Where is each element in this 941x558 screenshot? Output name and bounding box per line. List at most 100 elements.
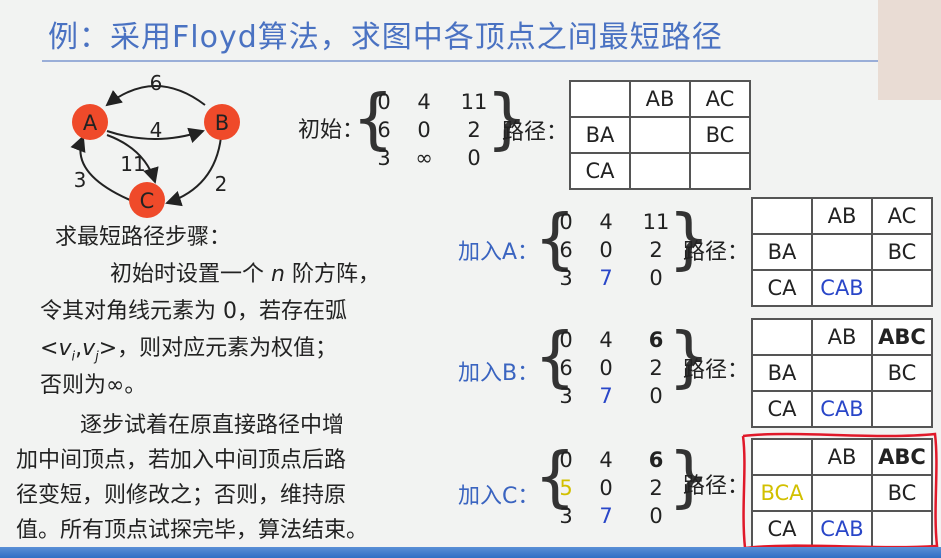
node-a <box>72 104 108 140</box>
path-cell: BA <box>751 354 813 392</box>
path-cell: CAB <box>811 390 873 428</box>
red-annotation-outline <box>741 432 939 550</box>
path-cell <box>871 510 933 548</box>
left-brace: { <box>534 318 576 395</box>
add-b-matrix: { 0 4 6 6 0 2 3 7 0 } <box>534 324 710 412</box>
matrix-cell: 6 <box>559 356 573 380</box>
path-cell <box>569 80 631 118</box>
edge-label-3: 3 <box>74 168 87 192</box>
edge-label-4: 4 <box>150 118 163 142</box>
edge-a-to-b <box>106 127 205 144</box>
path-cell: AB <box>811 318 873 356</box>
path-cell: AC <box>871 197 933 235</box>
matrix-cell: 3 <box>559 384 573 408</box>
right-brace: } <box>668 200 710 277</box>
matrix-cell: 2 <box>649 238 663 262</box>
matrix-cell: 6 <box>377 118 391 142</box>
path-cell <box>751 438 813 476</box>
path-cell <box>811 474 873 512</box>
matrix-cell: ∞ <box>415 146 433 170</box>
edge-a-to-c <box>106 134 159 184</box>
path-cell <box>689 152 751 190</box>
right-brace: } <box>668 438 710 515</box>
path-cell: AB <box>811 197 873 235</box>
path-cell: CA <box>751 269 813 307</box>
path-label: 路径： <box>683 358 750 383</box>
matrix-cell-updated: 6 <box>648 328 664 352</box>
title-underline <box>42 60 922 62</box>
initial-matrix: { 0 4 11 6 0 2 3 ∞ 0 } <box>352 86 528 174</box>
matrix-cell: 0 <box>559 448 573 472</box>
path-cell <box>629 152 691 190</box>
var-v: v <box>82 336 96 361</box>
matrix-cell: 4 <box>599 210 613 234</box>
path-cell <box>629 116 691 154</box>
matrix-cell: 0 <box>649 266 663 290</box>
matrix-cell: 0 <box>599 238 613 262</box>
node-c <box>129 182 165 218</box>
matrix-cell: 2 <box>649 356 663 380</box>
matrix-cell: 0 <box>599 356 613 380</box>
matrix-cell: 2 <box>649 476 663 500</box>
edge-label-6: 6 <box>150 71 163 95</box>
matrix-cell: 3 <box>559 266 573 290</box>
path-label: 路径： <box>683 474 750 499</box>
matrix-cell: 0 <box>649 504 663 528</box>
matrix-cell: 4 <box>599 448 613 472</box>
path-cell: AB <box>629 80 691 118</box>
path-cell: BC <box>689 116 751 154</box>
add-a-label: 加入A： <box>458 240 540 265</box>
matrix-cell: 0 <box>559 328 573 352</box>
path-cell: BC <box>871 354 933 392</box>
steps-p1-line2: 令其对角线元素为 0，若存在弧 <box>40 299 347 324</box>
add-c-matrix: { 0 4 6 5 0 2 3 7 0 } <box>534 444 710 532</box>
steps-text: 初始时设置一个 <box>110 262 265 287</box>
path-cell-updated: BCA <box>751 474 813 512</box>
steps-p2-line4: 值。所有顶点试探完毕，算法结束。 <box>16 518 369 543</box>
matrix-cell: 6 <box>559 238 573 262</box>
matrix-cell: 3 <box>377 146 391 170</box>
node-c-label: C <box>140 189 155 213</box>
matrix-cell: 2 <box>467 118 481 142</box>
left-brace: { <box>534 438 576 515</box>
sub-j: j <box>95 349 99 365</box>
path-cell <box>751 197 813 235</box>
path-cell: BC <box>871 233 933 271</box>
path-label: 路径： <box>683 240 750 265</box>
add-b-label: 加入B： <box>458 361 540 386</box>
matrix-cell: 11 <box>460 90 488 114</box>
bottom-bar <box>0 547 941 558</box>
matrix-cell: 0 <box>599 476 613 500</box>
steps-p2-line2: 加中间顶点，若加入中间顶点后路 <box>16 448 347 473</box>
matrix-cell-updated: 5 <box>559 476 573 500</box>
path-cell: AC <box>689 80 751 118</box>
edge-b-to-c <box>165 136 222 207</box>
path-label: 路径： <box>502 120 569 145</box>
add-a-matrix: { 0 4 11 6 0 2 3 7 0 } <box>534 206 710 294</box>
matrix-cell: 0 <box>417 118 431 142</box>
path-cell: CAB <box>811 510 873 548</box>
matrix-cell: 4 <box>599 328 613 352</box>
path-cell: CA <box>569 152 631 190</box>
steps-heading: 求最短路径步骤： <box>55 225 232 250</box>
directed-graph: A B C 6 4 11 3 2 <box>70 71 240 218</box>
steps-text: >，则对应元素为权值； <box>98 336 338 361</box>
steps-p2-line3: 径变短，则修改之；否则，维持原 <box>16 483 347 508</box>
matrix-cell: 7 <box>599 504 613 528</box>
matrix-cell: 7 <box>599 384 613 408</box>
presenter-webcam <box>878 0 941 100</box>
edge-label-2: 2 <box>215 172 228 196</box>
matrix-cell: 0 <box>377 90 391 114</box>
node-a-label: A <box>83 111 98 135</box>
edge-c-to-a <box>70 135 131 201</box>
node-b <box>204 104 240 140</box>
add-c-label: 加入C： <box>458 484 540 509</box>
matrix-cell: 6 <box>648 448 664 472</box>
steps-p1-line3: <vi,vj>，则对应元素为权值； <box>40 331 337 374</box>
steps-p2-line1: 逐步试着在原直接路径中增 <box>80 413 345 438</box>
left-brace: { <box>352 80 394 157</box>
